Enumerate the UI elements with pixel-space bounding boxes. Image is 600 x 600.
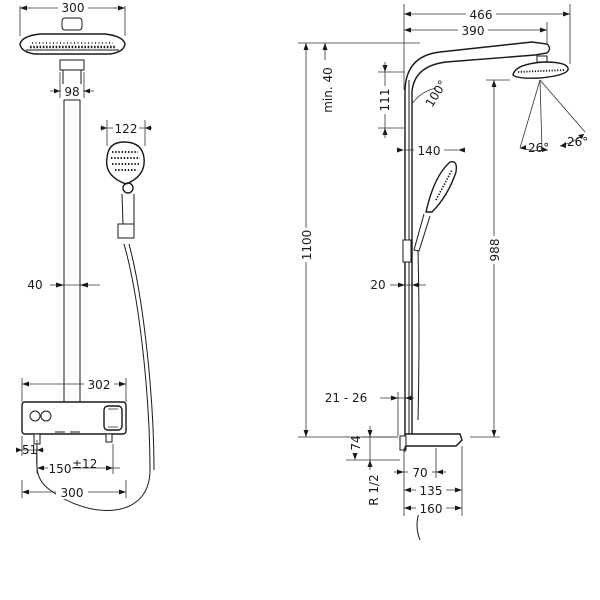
dim-label-head-angle-left: 26° <box>528 141 549 155</box>
dim-label-connection-height: 74 <box>349 435 363 450</box>
dim-label-inlet-spacing: 150 <box>49 462 72 476</box>
dim-label-mixer-depth: 135 <box>420 484 443 498</box>
dim-arm-length: 390 <box>404 22 548 44</box>
dim-mixer-depth: 135 <box>404 446 463 516</box>
side-shower-head <box>512 55 569 79</box>
dim-outlet-offset: 51 <box>16 436 44 457</box>
hand-shower <box>105 141 145 239</box>
dim-rail-wall-gap: 20 <box>370 278 426 292</box>
dim-total-height: 1100 <box>298 42 420 438</box>
dim-wall-distance: 21 - 26 <box>325 391 414 436</box>
dim-connection-height: 74 <box>346 426 400 470</box>
shower-arm <box>404 41 551 93</box>
shower-hose <box>36 243 151 511</box>
dim-label-rail-wall-gap: 20 <box>370 278 385 292</box>
dim-label-rail-width: 98 <box>64 85 79 99</box>
dim-mixer-total-depth: 160 <box>404 501 462 516</box>
dim-label-inlet-width: 300 <box>61 486 84 500</box>
dim-mixer-offset: 70 <box>394 448 446 516</box>
dim-label-mixer-total-depth: 160 <box>420 502 443 516</box>
dim-label-rail-diameter: 40 <box>27 278 42 292</box>
side-hose <box>417 250 420 421</box>
side-view: 26° 26° 100° 466 <box>298 4 588 541</box>
dim-label-arm-height: 111 <box>378 89 392 112</box>
dim-min-clearance: min. 40 <box>321 43 335 113</box>
dim-arm-height: 111 <box>377 62 404 138</box>
dim-head-height: 988 <box>470 79 510 438</box>
dim-label-wall-distance: 21 - 26 <box>325 391 368 405</box>
hand-shower-nozzles <box>111 151 140 171</box>
dim-hand-length: 140 <box>397 143 465 158</box>
overhead-shower-head <box>19 17 126 55</box>
dim-label-outlet-offset: 51 <box>22 443 37 457</box>
dim-label-inlet-spacing-tolerance: ±12 <box>72 457 97 471</box>
spray-angle-lines <box>519 79 586 152</box>
nozzle-pattern <box>30 42 115 49</box>
dim-label-hand-length: 140 <box>418 144 441 158</box>
dim-label-hand-head-width: 122 <box>115 122 138 136</box>
dim-hand-head-width: 122 <box>100 120 152 146</box>
dim-label-thermostat-width: 302 <box>88 378 111 392</box>
dim-label-head-height: 988 <box>488 239 502 262</box>
dim-inlet-spacing: 150 ±12 <box>36 444 120 476</box>
dim-label-mixer-offset: 70 <box>412 466 427 480</box>
dim-thermostat-width: 302 <box>21 377 127 402</box>
dim-label-arm-angle: 100° <box>423 78 450 110</box>
right-outlet <box>105 433 113 443</box>
dim-label-head-angle-right: 26° <box>567 135 588 149</box>
thermostat-body <box>21 401 127 435</box>
dim-inlet-width: 300 <box>21 480 127 500</box>
dim-label-arm-length: 390 <box>462 24 485 38</box>
front-view: 300 98 122 40 <box>16 0 155 511</box>
arm-angle-arc <box>411 87 437 105</box>
dim-rail-width: 98 <box>50 72 94 99</box>
dim-label-total-height: 1100 <box>300 230 314 261</box>
rail-connector <box>59 59 85 71</box>
dim-rail-diameter: 40 <box>27 278 100 292</box>
dim-head-width: 300 <box>19 0 126 36</box>
dim-total-width: 466 <box>403 4 571 90</box>
vertical-rail <box>63 99 81 403</box>
dim-label-thread-size: R 1/2 <box>367 474 381 505</box>
hand-shower-holder <box>117 223 135 239</box>
dim-label-min-clearance: min. 40 <box>321 67 335 113</box>
side-hand-shower <box>402 161 458 263</box>
side-thermostat <box>399 433 463 452</box>
dim-label-head-width: 300 <box>62 1 85 15</box>
dim-label-total-width: 466 <box>470 8 493 22</box>
side-hand-holder <box>402 239 412 263</box>
